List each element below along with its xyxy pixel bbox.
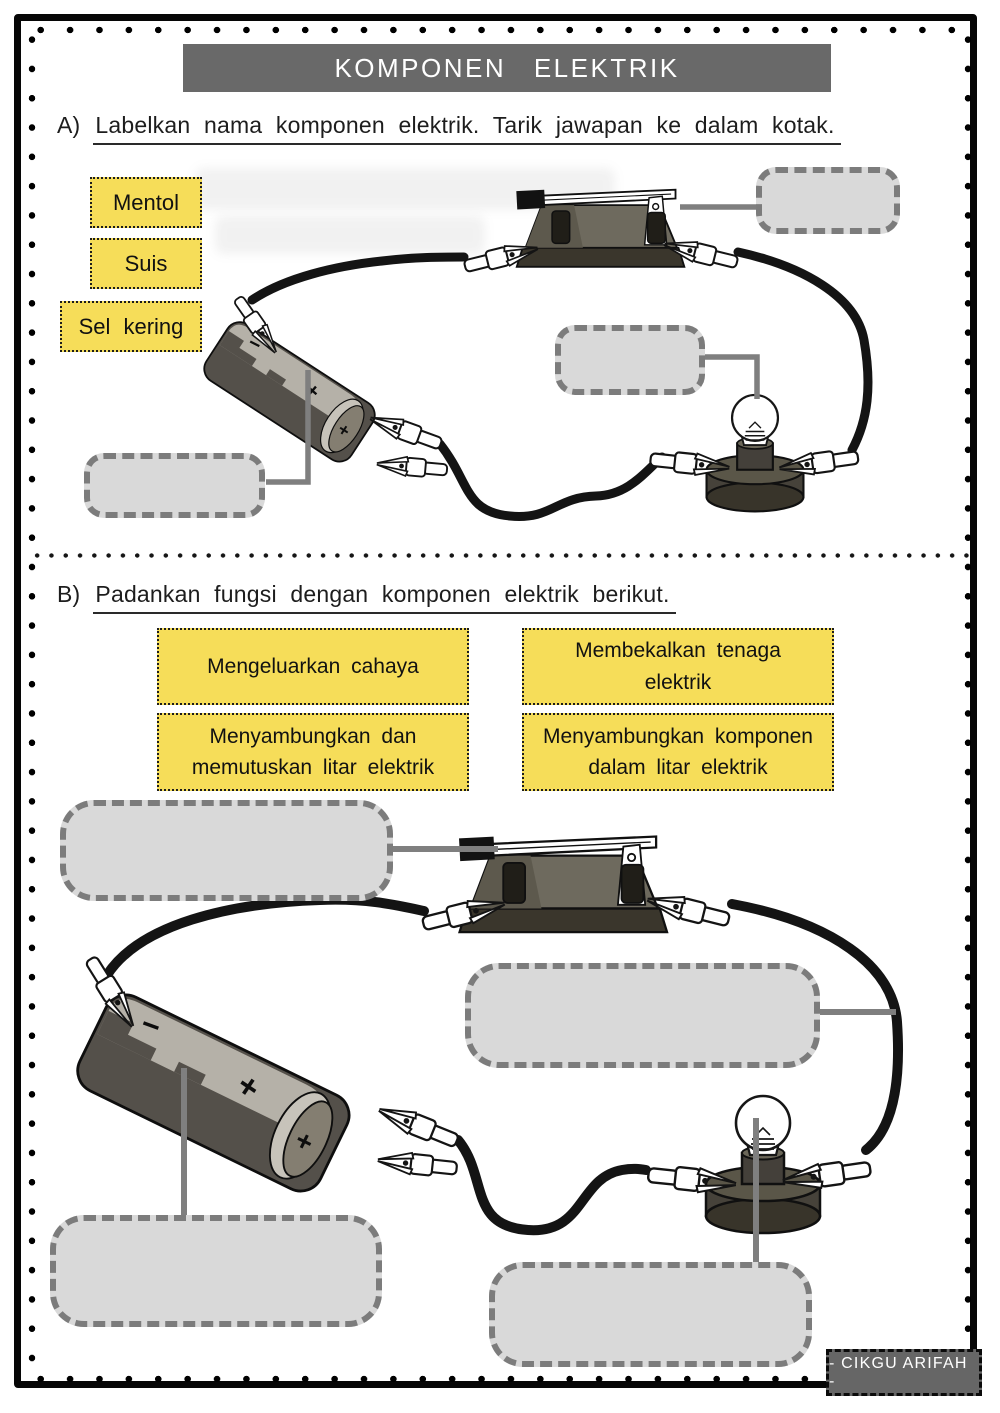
dotted-border-bottom — [26, 1374, 974, 1384]
dropzone-battery-function[interactable] — [50, 1215, 382, 1327]
connector-battery-label — [266, 370, 311, 485]
section-b-heading: B) Padankan fungsi dengan komponen elekt… — [57, 581, 676, 614]
dropzone-wire-function[interactable] — [465, 963, 820, 1068]
switch-illustration — [515, 188, 686, 268]
credit-badge: - CIKGU ARIFAH - — [826, 1349, 982, 1396]
section-divider — [30, 551, 970, 560]
wire-battery-to-bulb — [453, 1135, 651, 1236]
answer-chip-mentol[interactable]: Mentol — [90, 177, 202, 228]
wire-battery-to-switch — [102, 894, 429, 980]
page-border — [14, 14, 977, 1388]
dropzone-switch-function[interactable] — [60, 800, 393, 901]
dropzone-bulb-function[interactable] — [489, 1262, 812, 1367]
section-a-label: A) — [57, 112, 81, 138]
dropzone-switch-name[interactable] — [756, 167, 900, 234]
clip-battery-right-2 — [375, 453, 449, 481]
print-bleed-artifact — [215, 216, 485, 254]
section-a-heading: A) Labelkan nama komponen elektrik. Tari… — [57, 112, 841, 145]
circuit-a-illustration: + + − — [197, 188, 873, 521]
section-b-instruction: Padankan fungsi dengan komponen elektrik… — [93, 581, 676, 614]
bulb-illustration — [705, 393, 805, 513]
wire-switch-to-bulb — [733, 247, 873, 455]
function-card-menyambung-komponen[interactable]: Menyambungkan komponen dalam litar elekt… — [522, 713, 834, 791]
dropzone-battery-name[interactable] — [84, 453, 265, 518]
circuit-b-illustration — [68, 835, 904, 1263]
dotted-border-top — [26, 25, 974, 35]
dropzone-bulb-name[interactable] — [555, 325, 705, 395]
section-b-label: B) — [57, 581, 81, 607]
wire-battery-to-switch — [247, 252, 469, 305]
battery-illustration — [197, 315, 382, 469]
clip-battery-right — [365, 407, 446, 455]
function-card-membekalkan-tenaga[interactable]: Membekalkan tenaga elektrik — [522, 628, 834, 705]
bulb-illustration — [704, 1094, 822, 1235]
connector-bulb-label — [703, 354, 760, 399]
worksheet-title: KOMPONEN ELEKTRIK — [183, 44, 831, 92]
dotted-border-left — [27, 25, 37, 1383]
function-card-mengeluarkan-cahaya[interactable]: Mengeluarkan cahaya — [157, 628, 469, 705]
clip-battery-right-2 — [375, 1148, 459, 1181]
clip-battery-right — [373, 1098, 463, 1153]
section-a-instruction: Labelkan nama komponen elektrik. Tarik j… — [93, 112, 841, 145]
dotted-border-right — [963, 25, 973, 1383]
battery-illustration — [68, 985, 359, 1200]
answer-chip-suis[interactable]: Suis — [90, 238, 202, 289]
wire-battery-to-bulb — [435, 439, 667, 521]
function-card-menyambung-memutus[interactable]: Menyambungkan dan memutuskan litar elekt… — [157, 713, 469, 791]
answer-chip-sel-kering[interactable]: Sel kering — [60, 301, 202, 352]
